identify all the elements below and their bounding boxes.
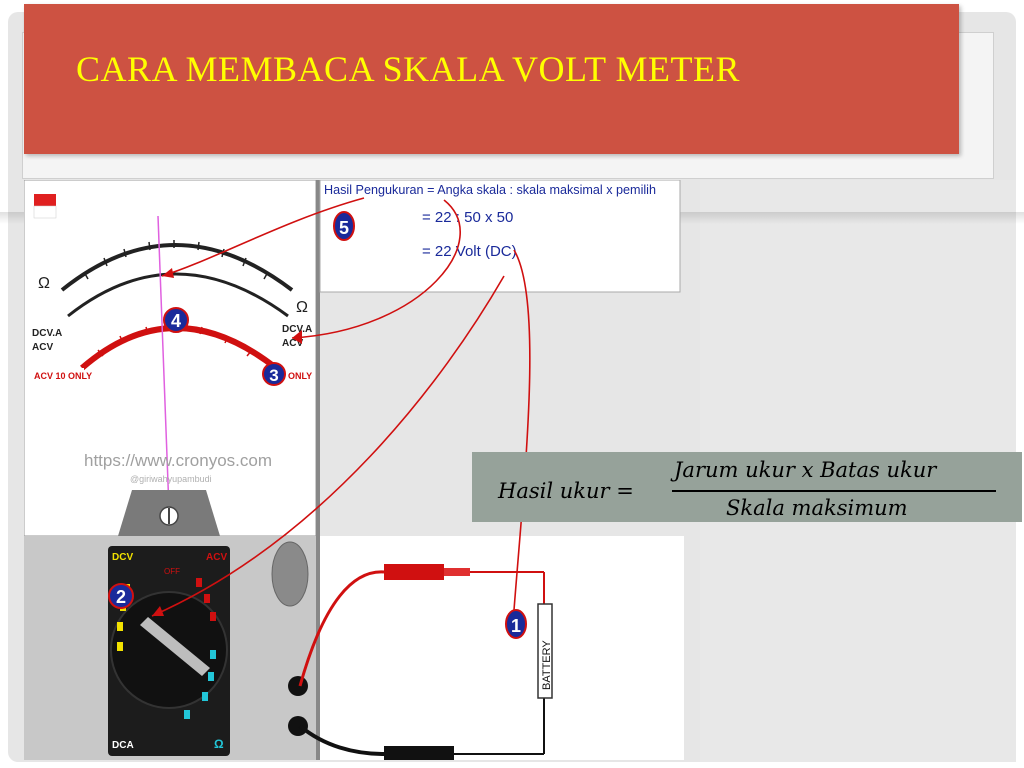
terminal-positive <box>288 676 308 696</box>
svg-text:4: 4 <box>171 311 181 331</box>
watermark: https://www.cronyos.com <box>84 451 272 470</box>
flag-icon <box>34 194 56 206</box>
ohm-adjust-knob[interactable] <box>271 541 309 607</box>
acv-range-marks <box>196 578 216 621</box>
formula-denominator: Skala maksimum <box>726 496 908 520</box>
dial-acv-label: ACV <box>206 552 227 563</box>
dial-off-label: OFF <box>164 567 180 576</box>
dcv-scale-arc <box>67 272 289 318</box>
marker-5 <box>333 211 355 241</box>
black-probe <box>384 746 454 760</box>
ohm-scale-arc <box>60 243 294 292</box>
formula-numerator: Jarum ukur x Batas ukur <box>674 458 937 482</box>
ohm-label-right: Ω <box>296 299 308 316</box>
acv-ticks <box>97 324 253 357</box>
formula-lhs: Hasil ukur = <box>498 479 634 503</box>
acv-label-left: ACV <box>32 342 53 353</box>
only-label: ONLY <box>288 371 312 381</box>
dial-dcv-label: DCV <box>112 552 133 563</box>
watermark-sub: @giriwahyupambudi <box>130 474 212 484</box>
marker-1 <box>505 609 527 639</box>
slide-title: CARA MEMBACA SKALA VOLT METER <box>76 49 740 89</box>
ohm-label-left: Ω <box>38 275 50 292</box>
svg-text:3: 3 <box>269 366 278 385</box>
svg-text:2: 2 <box>116 587 126 607</box>
selector-knob[interactable] <box>110 591 228 709</box>
dcva-label-left: DCV.A <box>32 328 62 339</box>
scale-ticks <box>83 240 269 280</box>
battery-label: BATTERY <box>541 640 553 690</box>
calc-box <box>319 180 681 293</box>
red-probe <box>384 564 444 580</box>
arrow-heads <box>152 268 302 616</box>
fraction-bar <box>672 490 996 492</box>
formula: Hasil ukur = Jarum ukur x Batas ukur Ska… <box>472 452 1022 522</box>
multimeter-figure: Ω Ω DCV.A ACV DCV.A ACV ACV 10 ONLY ONLY… <box>24 180 684 760</box>
needle <box>157 215 170 511</box>
red-lead <box>298 570 385 687</box>
acv10-label: ACV 10 ONLY <box>34 371 92 381</box>
selector-pointer <box>140 617 210 676</box>
formula-box: Hasil ukur = Jarum ukur x Batas ukur Ska… <box>472 452 1022 522</box>
ohm-range-marks <box>184 650 216 719</box>
svg-text:1: 1 <box>511 616 521 636</box>
marker-3 <box>262 362 286 386</box>
terminal-negative <box>288 716 308 736</box>
calc-line-2: = 22 : 50 x 50 <box>422 209 513 226</box>
dcva-label-right: DCV.A <box>282 324 312 335</box>
calc-line-1: Hasil Pengukuran = Angka skala : skala m… <box>324 182 656 197</box>
dial-ohm-label: Ω <box>214 737 224 751</box>
calc-line-3: = 22 Volt (DC) <box>422 243 517 260</box>
svg-text:5: 5 <box>339 218 349 238</box>
acv-label-right: ACV <box>282 338 303 349</box>
annotation-arrows <box>151 197 531 617</box>
marker-2 <box>108 583 134 609</box>
title-box: CARA MEMBACA SKALA VOLT METER <box>24 4 959 154</box>
black-lead <box>298 724 385 756</box>
marker-4 <box>163 307 189 333</box>
battery <box>537 603 553 699</box>
dial-dca-label: DCA <box>112 740 134 751</box>
